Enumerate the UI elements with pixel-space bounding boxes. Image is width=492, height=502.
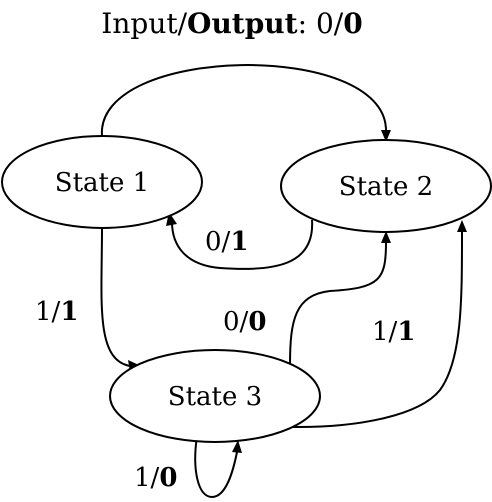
edge-s1-to-s2 (100, 64, 391, 142)
edge-input: 0/ (223, 307, 249, 337)
state-label: State 3 (168, 382, 262, 412)
arrowhead (457, 220, 467, 232)
edge-s3-self-loop (194, 435, 242, 499)
title-input-word: Input/ (101, 7, 187, 40)
edge-s1-s2-line (100, 64, 387, 137)
state-label: State 1 (55, 168, 149, 198)
arrowhead (381, 130, 391, 142)
edge-label-s2-s1: 0/1 (205, 227, 248, 257)
arrowhead (381, 231, 391, 243)
edge-input: 1/ (372, 317, 398, 347)
edge-s3-loop-line (194, 435, 238, 499)
edge-input: 1/ (134, 463, 160, 493)
edge-s3-to-s2-input-0 (289, 231, 391, 366)
edge-output: 1 (60, 297, 78, 327)
edge-s2-s1-line (171, 219, 314, 270)
edge-output: 0 (248, 307, 266, 337)
edge-input: 0/ (205, 227, 231, 257)
edge-label-s3-loop: 1/0 (134, 463, 177, 493)
edge-s1-s3-line (100, 227, 131, 367)
edge-label-s3-s2-1: 1/1 (372, 317, 415, 347)
diagram-title: Input/Output: 0/0 (101, 7, 362, 40)
state-node-2: State 2 (280, 139, 492, 233)
state-label: State 2 (339, 172, 433, 202)
edge-input: 1/ (35, 297, 61, 327)
edge-output: 1 (230, 227, 248, 257)
title-value: : 0/ (298, 7, 344, 40)
state-node-3: State 3 (109, 349, 321, 443)
title-output-word: Output (187, 7, 298, 40)
edge-s1-to-s3 (100, 227, 141, 372)
title-output-value: 0 (343, 7, 362, 40)
edge-label-s3-s2-0: 0/0 (223, 307, 266, 337)
state-node-1: State 1 (1, 135, 203, 229)
edge-s3-s2-1-line (289, 231, 463, 429)
edge-s3-s2-0-line (289, 241, 387, 366)
edge-output: 0 (159, 463, 177, 493)
arrowhead (232, 440, 242, 453)
edge-s3-to-s2-input-1 (289, 220, 467, 429)
edge-output: 1 (397, 317, 415, 347)
edge-label-s1-s3: 1/1 (35, 297, 78, 327)
